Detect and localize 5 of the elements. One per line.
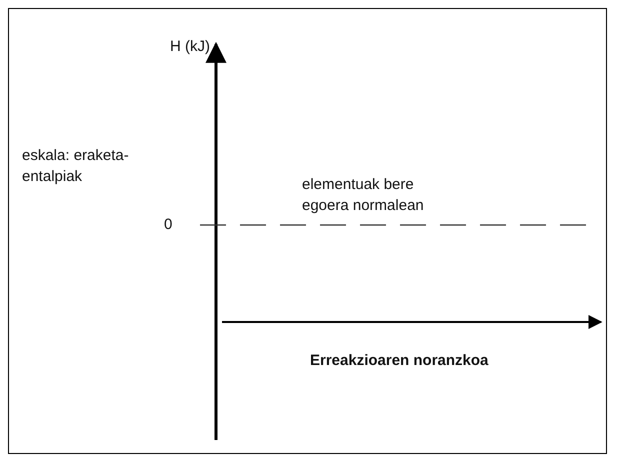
scale-note: eskala: eraketa-entalpiak (22, 146, 130, 187)
axis-label: Erreakzioaren noranzkoa (310, 351, 488, 371)
tick-label: 0 (164, 215, 172, 235)
reference-note: elementuak bere egoera normalean (302, 175, 425, 216)
axis-label: H (kJ) (170, 37, 210, 57)
